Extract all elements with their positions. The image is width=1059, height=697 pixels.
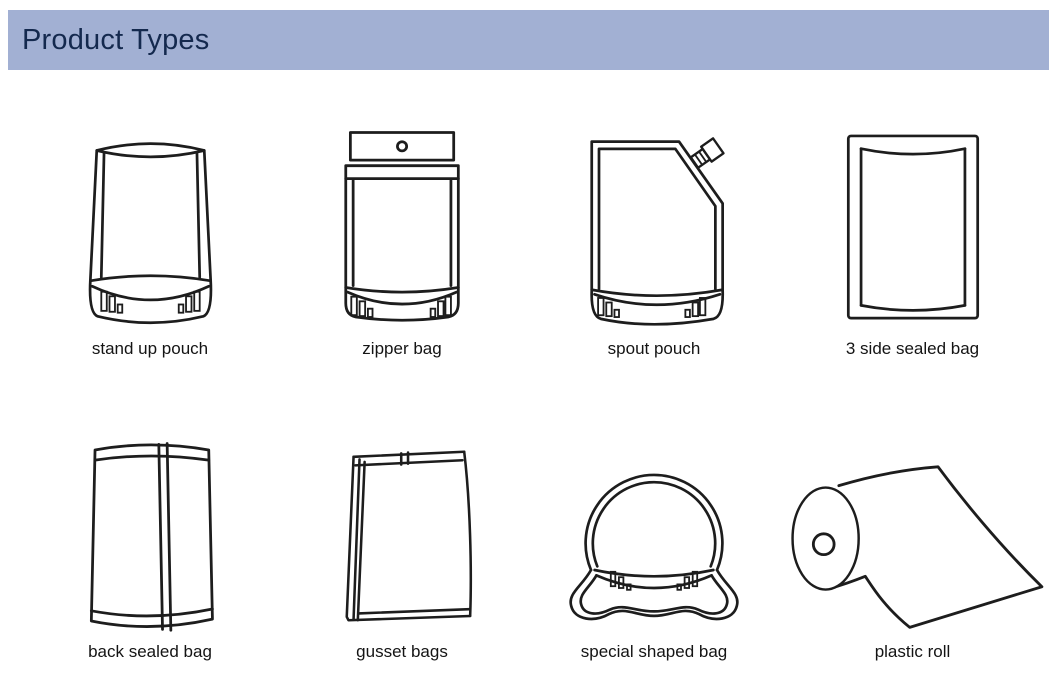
product-card-gusset-bags: gusset bags — [276, 421, 528, 662]
special-shaped-bag-icon — [569, 473, 739, 621]
product-label: spout pouch — [607, 339, 701, 358]
product-figure — [328, 421, 477, 633]
product-figure — [81, 421, 220, 633]
spout-pouch-icon — [590, 137, 725, 326]
product-figure — [579, 120, 729, 330]
plastic-roll-icon — [791, 465, 1044, 629]
product-figure — [780, 421, 1045, 633]
product-card-stand-up-pouch: stand up pouch — [24, 120, 276, 359]
product-grid: stand up pouch zipper bag — [0, 70, 1059, 662]
three-side-sealed-bag-icon — [846, 134, 979, 320]
product-figure — [82, 120, 219, 330]
product-card-three-side-sealed-bag: 3 side sealed bag — [780, 120, 1045, 359]
stand-up-pouch-icon — [88, 142, 212, 325]
product-label: gusset bags — [356, 642, 448, 661]
header-bar: Product Types — [8, 10, 1049, 70]
back-sealed-bag-icon — [89, 442, 214, 632]
product-card-plastic-roll: plastic roll — [780, 421, 1045, 662]
product-figure — [841, 120, 985, 330]
product-card-special-shaped-bag: special shaped bag — [528, 421, 780, 662]
product-label: special shaped bag — [580, 642, 728, 661]
product-card-back-sealed-bag: back sealed bag — [24, 421, 276, 662]
product-label: 3 side sealed bag — [845, 339, 980, 358]
product-figure — [331, 120, 474, 330]
product-label: back sealed bag — [88, 642, 212, 661]
zipper-bag-icon — [343, 131, 460, 322]
product-card-spout-pouch: spout pouch — [528, 120, 780, 359]
product-label: zipper bag — [362, 339, 442, 358]
product-label: stand up pouch — [91, 339, 209, 358]
page-title: Product Types — [22, 23, 210, 56]
gusset-bags-icon — [344, 450, 472, 622]
product-label: plastic roll — [874, 642, 951, 661]
product-card-zipper-bag: zipper bag — [276, 120, 528, 359]
product-figure — [564, 421, 744, 633]
